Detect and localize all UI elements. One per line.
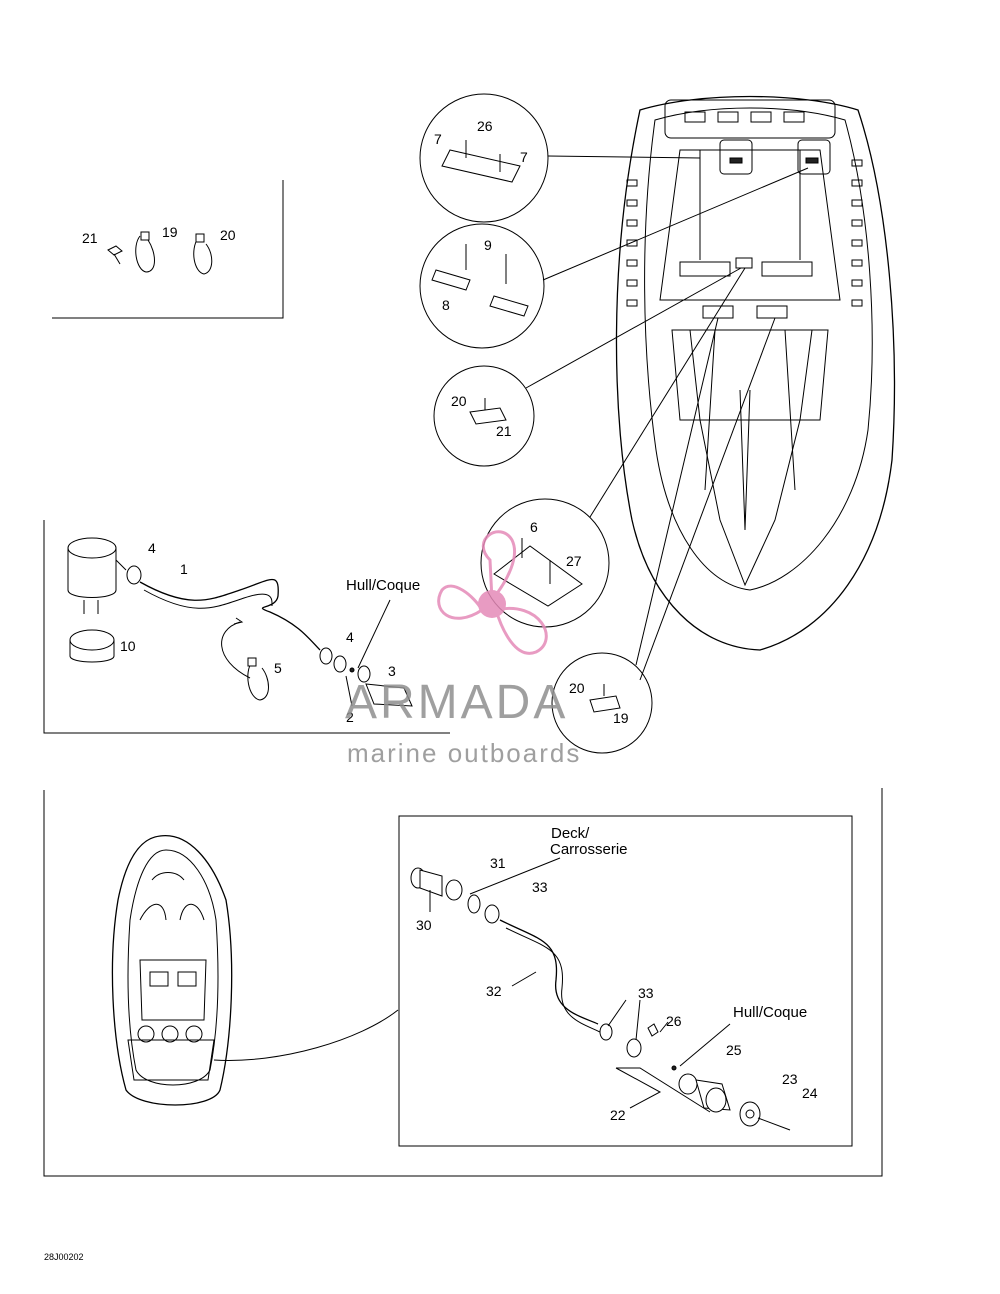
label-20: 20 <box>569 680 585 696</box>
detail-circle-a: 7 26 7 <box>419 93 701 223</box>
detail-circle-e: 20 19 <box>551 317 776 754</box>
fitting-icon <box>365 683 413 707</box>
watermark-tagline: marine outboards <box>347 738 581 768</box>
watermark: ARMADA marine outboards <box>345 530 581 768</box>
gasket-icon <box>445 879 463 901</box>
bilge-hose-icon <box>139 578 321 651</box>
label-4: 4 <box>148 540 156 556</box>
hose-clamp-icon <box>467 894 500 924</box>
deck-label-line1: Deck/ <box>551 825 590 842</box>
hose-clamp-icon <box>126 565 142 585</box>
label-21: 21 <box>496 423 512 439</box>
propeller-logo-icon <box>437 530 548 655</box>
deck-label-line2: Carrosserie <box>550 841 628 858</box>
label-26: 26 <box>666 1013 682 1029</box>
pump-assembly: Hull/Coque 4 1 10 5 4 3 2 <box>43 520 450 734</box>
label-26: 26 <box>477 118 493 134</box>
label-32: 32 <box>486 983 502 999</box>
label-20: 20 <box>220 227 236 243</box>
flange-nut-icon <box>739 1101 761 1127</box>
cable-tie-icon <box>193 233 213 275</box>
label-7: 7 <box>434 131 442 147</box>
label-33: 33 <box>638 985 654 1001</box>
drain-hose-icon <box>499 919 601 1033</box>
label-4: 4 <box>346 629 354 645</box>
deck-fitting-icon <box>410 867 443 897</box>
detail-circle-b: 9 8 <box>419 167 809 349</box>
label-33: 33 <box>532 879 548 895</box>
detail-circle-d: 6 27 <box>480 267 746 628</box>
label-31: 31 <box>490 855 506 871</box>
watermark-brand: ARMADA <box>345 676 568 729</box>
bilge-pump-icon <box>67 537 127 598</box>
label-9: 9 <box>484 237 492 253</box>
label-2: 2 <box>346 709 354 725</box>
label-25: 25 <box>726 1042 742 1058</box>
label-5: 5 <box>274 660 282 676</box>
label-19: 19 <box>162 224 178 240</box>
hose-clamp-icon <box>599 1023 642 1058</box>
label-21: 21 <box>82 230 98 246</box>
label-20: 20 <box>451 393 467 409</box>
label-27: 27 <box>566 553 582 569</box>
check-valve-icon <box>647 1023 659 1037</box>
screw-icon <box>107 245 123 265</box>
cable-tie-icon <box>135 231 155 273</box>
label-3: 3 <box>388 663 396 679</box>
bottom-frame <box>43 788 883 1177</box>
label-10: 10 <box>120 638 136 654</box>
washer-icon <box>671 1065 698 1095</box>
label-22: 22 <box>610 1107 626 1123</box>
label-7: 7 <box>520 149 528 165</box>
label-1: 1 <box>180 561 188 577</box>
hose-clamp-icon <box>319 647 347 673</box>
label-23: 23 <box>782 1071 798 1087</box>
detail-circle-c: 20 21 <box>433 267 742 467</box>
cable-tie-icon <box>247 657 269 701</box>
label-6: 6 <box>530 519 538 535</box>
hull-label: Hull/Coque <box>733 1004 807 1021</box>
hull-top-view <box>615 95 896 651</box>
label-19: 19 <box>613 710 629 726</box>
diagram-code: 28J00202 <box>44 1252 84 1262</box>
washer-icon <box>349 665 371 683</box>
hull-fitting-icon <box>695 1079 731 1113</box>
fastener-box: 21 19 20 <box>52 180 284 319</box>
boat-perspective-view <box>111 835 399 1106</box>
label-24: 24 <box>802 1085 818 1101</box>
scupper-detail-box: Deck/ Carrosserie Hull/Coque 31 33 30 32… <box>398 815 853 1147</box>
label-30: 30 <box>416 917 432 933</box>
hull-label: Hull/Coque <box>346 577 420 594</box>
pump-base-icon <box>69 629 115 663</box>
label-8: 8 <box>442 297 450 313</box>
